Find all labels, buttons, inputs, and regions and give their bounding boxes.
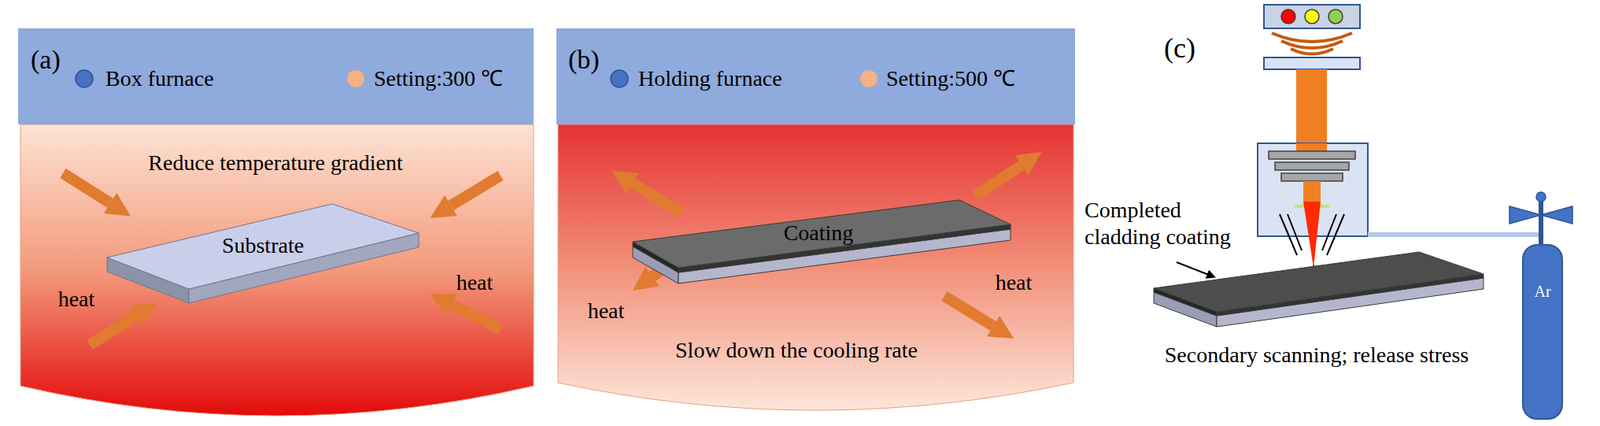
furnace-header: (b) Holding furnace Setting:500 ℃: [556, 28, 1076, 125]
furnace-chamber: [557, 124, 1074, 411]
furnace-chamber: Slow down the cooling rate heat heat Coatin…: [557, 124, 1074, 412]
substrate-plate: [107, 203, 419, 304]
cladded-plate: [1153, 251, 1484, 327]
panel-label: (c): [1163, 33, 1196, 63]
header-bar: [18, 28, 534, 125]
node-text: Holding furnace: [638, 67, 783, 90]
bullet-dot: [860, 70, 878, 88]
node-text: Substrate: [221, 234, 304, 257]
bullet-dot: [347, 70, 365, 88]
furnace-chamber: Reduce temperature gradient heat heat Subst…: [20, 124, 534, 416]
node-text: heat: [58, 288, 96, 311]
node-text: heat: [995, 271, 1033, 294]
node-text: heat: [587, 299, 625, 322]
coated-plate: [632, 199, 1011, 284]
node-text: Setting:500 ℃: [886, 67, 1016, 90]
coated-plate: Coating: [632, 199, 1011, 284]
cladding-head: [1257, 143, 1368, 273]
bullet-dot: [75, 70, 93, 88]
panel-label: (a): [30, 46, 61, 74]
heat-arrow: [62, 173, 501, 345]
annotation-label: Secondary scanning; release stress: [1164, 343, 1469, 366]
argon-cylinder: Ar: [1522, 244, 1563, 419]
node-text: Reduce temperature gradient: [147, 151, 403, 174]
node-text: Box furnace: [105, 67, 215, 90]
gas-supply: [1367, 192, 1573, 419]
node-text: Coating: [783, 221, 854, 244]
header-bar: [556, 28, 1076, 125]
node-text: Slow down the cooling rate: [675, 339, 918, 362]
furnace-chamber: [20, 124, 534, 416]
substrate-plate: Substrate: [107, 203, 419, 304]
bullet-dot: [610, 70, 629, 88]
heat-arrow: [632, 165, 1022, 326]
node-text: heat: [456, 271, 494, 294]
node-text: Ar: [1533, 283, 1551, 300]
panel-label: (b): [568, 46, 600, 74]
leader-arrow: [1176, 262, 1209, 275]
laser-source: [1263, 4, 1360, 144]
node-text: Setting:300 ℃: [373, 67, 503, 90]
furnace-header: (a) Box furnace Setting:300 ℃: [18, 28, 534, 125]
annotation-label: Completed cladding coating: [1084, 196, 1260, 250]
